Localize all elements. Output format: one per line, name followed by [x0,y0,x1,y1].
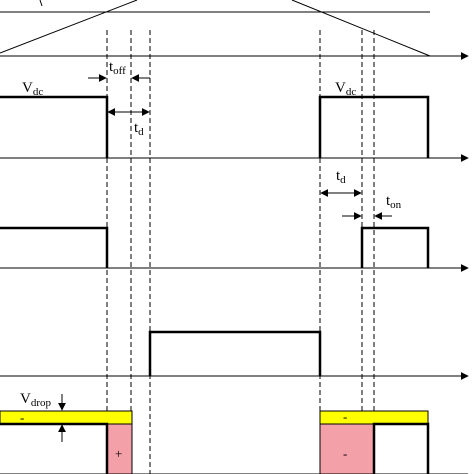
td-right-label: td [336,168,346,186]
lower-gate-panel: td ton [0,168,469,272]
output-voltage-left [0,422,109,474]
toff-label: toff [109,59,126,77]
vdc-left-label: Vdc [22,80,43,98]
partial-v-mark [39,0,43,7]
lower-gate-pulse-right [360,226,430,268]
carrier-wave-right [291,0,431,57]
carrier-wave-left [0,0,138,54]
output-voltage-panel: Vdrop - + - - [0,391,468,474]
output-pulse [148,330,322,376]
td-left-label: td [134,120,144,138]
sign-plus-left: + [115,446,122,461]
vdc-right-label: Vdc [335,80,356,98]
drop-band-right [319,410,429,425]
lower-gate-pulse-left [0,226,109,268]
upper-gate-panel: Vdc Vdc toff td [0,59,469,162]
sign-minus-right-bottom: - [343,446,347,461]
ton-label: ton [386,193,402,211]
sign-minus-left: - [20,410,24,425]
carrier-panel [0,0,469,60]
output-voltage-right [372,422,430,474]
vdrop-label: Vdrop [20,391,52,409]
upper-gate-pulse-left [0,95,109,158]
output-panel [0,330,469,380]
sign-minus-right-top: - [343,409,347,424]
upper-gate-pulse-right [318,95,430,158]
